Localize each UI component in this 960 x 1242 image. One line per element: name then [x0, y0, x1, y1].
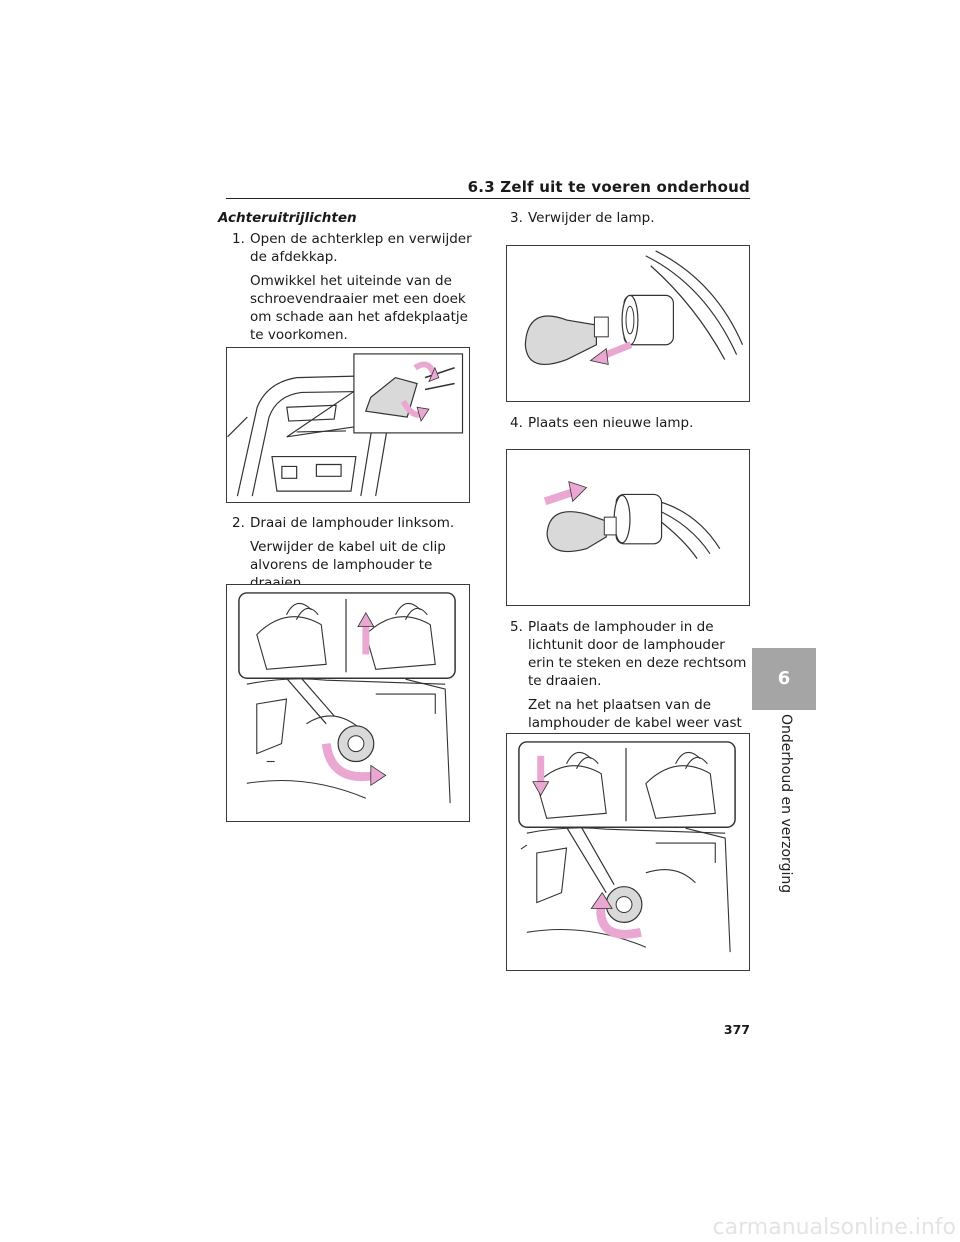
figure-insert-bulb [506, 449, 750, 606]
section-title: 6.3 Zelf uit te voeren onderhoud [467, 178, 750, 196]
right-column-step-4: 4. Plaats een nieuwe lamp. [510, 414, 750, 432]
page-number: 377 [723, 1022, 750, 1037]
step-text: Open de achterklep en verwijder de afdek… [250, 231, 472, 265]
step-4: 4. Plaats een nieuwe lamp. [510, 414, 750, 432]
step-2: 2. Draai de lamphouder linksom. [218, 514, 474, 532]
step-text: Verwijder de lamp. [528, 210, 655, 226]
step-1: 1. Open de achterklep en verwijder de afd… [218, 230, 474, 266]
left-column: Achteruitrijlichten 1. Open de achterklep… [218, 209, 474, 344]
step-number: 3. [510, 210, 523, 226]
figure-remove-bulb [506, 245, 750, 402]
section-heading: Achteruitrijlichten [218, 210, 357, 226]
figure-open-tailgate [226, 347, 470, 503]
step-5: 5. Plaats de lamphouder in de lichtunit d… [510, 618, 750, 690]
step-number: 5. [510, 619, 523, 635]
step-number: 2. [232, 515, 245, 531]
watermark: carmanualsonline.info [712, 1215, 956, 1240]
chapter-number-tab: 6 [752, 648, 816, 710]
left-column-lower: 2.Draai de lamphouder linksom. Verwijder… [218, 514, 474, 592]
chapter-title: Onderhoud en verzorging [778, 714, 794, 894]
step-1-note: Omwikkel het uiteinde van de schroevendr… [250, 273, 468, 343]
step-text: Plaats de lamphouder in de lichtunit doo… [528, 619, 747, 689]
step-3: 3. Verwijder de lamp. [510, 209, 750, 227]
step-text: Draai de lamphouder linksom. [250, 515, 455, 531]
step-number: 4. [510, 415, 523, 431]
right-column-step-3: 3. Verwijder de lamp. [510, 209, 750, 227]
right-column-step-5: 5. Plaats de lamphouder in de lichtunit d… [510, 618, 750, 750]
header-rule [226, 198, 750, 199]
step-text: Plaats een nieuwe lamp. [528, 415, 694, 431]
chapter-title-side: Onderhoud en verzorging [752, 710, 816, 893]
figure-turn-holder-right [506, 733, 750, 971]
figure-turn-holder-left [226, 584, 470, 822]
step-number: 1. [232, 231, 245, 247]
